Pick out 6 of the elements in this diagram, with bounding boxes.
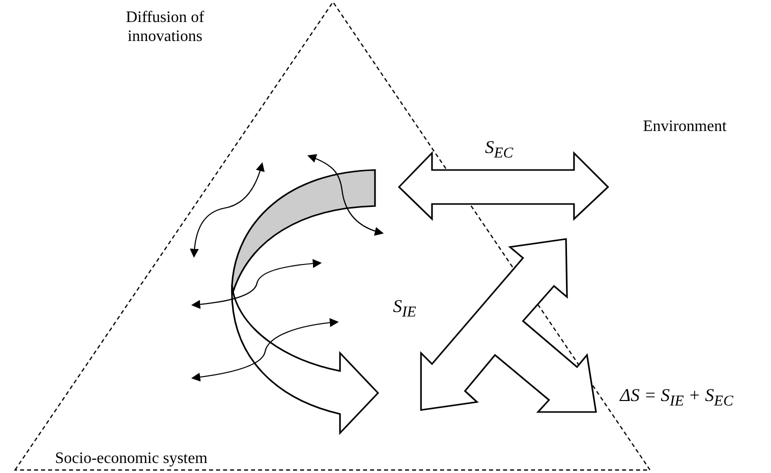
flux-label: S$_{IE}$ [393, 297, 418, 323]
region-label: Diffusion of innovations [124, 8, 206, 46]
flux-label: S$_{EC}$ [485, 138, 514, 164]
equation-label: ΔS = S$_{IE}$ + S$_{EC}$ [620, 386, 734, 412]
region-label: Environment [643, 117, 728, 136]
region-label: Socio-economic system [55, 449, 208, 468]
